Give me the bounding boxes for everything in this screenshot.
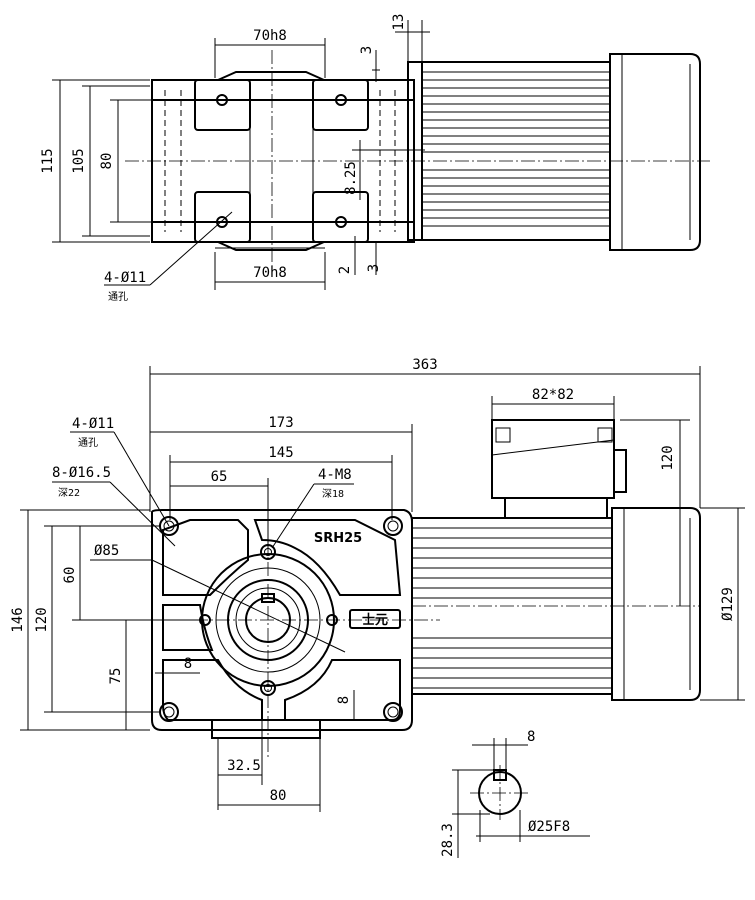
dim-105: 105 xyxy=(71,148,87,173)
dim-82x82: 82*82 xyxy=(532,387,574,403)
dim-146: 146 xyxy=(10,607,26,632)
callout-counterbore-note: 深22 xyxy=(58,487,80,499)
dim-65: 65 xyxy=(211,469,228,485)
motor-fins-front xyxy=(412,527,612,689)
dim-70h8-bottom: 70h8 xyxy=(253,265,287,281)
callout-threads-note: 深18 xyxy=(322,488,344,500)
dim-32-5: 32.5 xyxy=(227,758,261,774)
dim-8-inner: 8 xyxy=(184,656,192,672)
brand-logo: 士元 xyxy=(362,612,388,628)
dim-80-bottom: 80 xyxy=(270,788,287,804)
dim-120-left: 120 xyxy=(34,607,50,632)
shaft-key-dim: 8 xyxy=(527,729,535,745)
dim-13: 13 xyxy=(391,14,407,31)
holes-note-top: 通孔 xyxy=(108,291,128,303)
top-view: 70h8 70h8 115 105 80 13 3 3 2 8.25 xyxy=(40,14,710,303)
dim-8-25: 8.25 xyxy=(343,161,359,195)
dim-115: 115 xyxy=(40,148,56,173)
dim-363: 363 xyxy=(412,357,437,373)
shaft-diameter-dim: Ø25F8 xyxy=(528,819,570,835)
dim-80: 80 xyxy=(99,153,115,170)
dim-3-top: 3 xyxy=(359,46,375,54)
dim-2: 2 xyxy=(337,266,353,274)
dim-120-right: 120 xyxy=(660,445,676,470)
dim-60: 60 xyxy=(62,567,78,584)
dim-70h8-top: 70h8 xyxy=(253,28,287,44)
dim-phi129: Ø129 xyxy=(720,587,736,621)
dim-8-lower: 8 xyxy=(336,696,352,704)
dim-3-bottom: 3 xyxy=(366,264,382,272)
dim-75: 75 xyxy=(108,668,124,685)
front-view: 士元 SRH25 363 173 145 65 82*82 146 120 60 xyxy=(10,357,745,812)
dim-173: 173 xyxy=(268,415,293,431)
callout-threads: 4-M8 xyxy=(318,467,352,483)
callout-holes-11: 4-Ø11 xyxy=(72,416,114,432)
callout-holes-11-note: 通孔 xyxy=(78,437,98,449)
shaft-height-dim: 28.3 xyxy=(440,823,456,857)
dim-phi85: Ø85 xyxy=(94,543,119,559)
model-label: SRH25 xyxy=(314,531,362,546)
shaft-detail: 8 28.3 Ø25F8 xyxy=(440,729,590,858)
holes-label-top: 4-Ø11 xyxy=(104,270,146,286)
callout-counterbore: 8-Ø16.5 xyxy=(52,465,111,481)
dim-145: 145 xyxy=(268,445,293,461)
motor-fins-top xyxy=(422,71,610,227)
